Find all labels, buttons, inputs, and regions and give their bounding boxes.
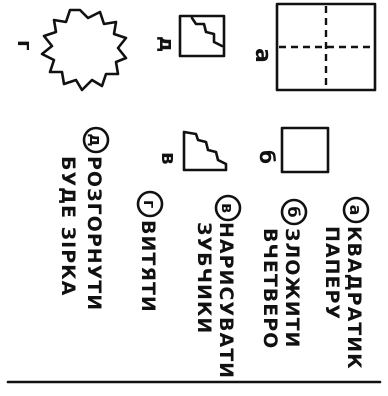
figure-a-folded-square xyxy=(277,4,375,90)
step-d-group: д РОЗГОРНУТИ БУДЕ ЗІРКА xyxy=(57,128,108,311)
step-a-group: а КВАДРАТИК ПАПЕРУ xyxy=(321,198,368,370)
step-d-line2: БУДЕ ЗІРКА xyxy=(57,156,79,296)
step-b-line2: ВЧЕТВЕРО xyxy=(259,228,281,349)
step-g-group: г ВИТЯТИ xyxy=(137,192,162,313)
step-g-line1: ВИТЯТИ xyxy=(137,220,159,313)
figure-unfolded-star xyxy=(42,10,126,90)
folded-square-outline xyxy=(282,128,328,172)
step-v-line1: НАРИСУВАТИ xyxy=(215,222,237,379)
step-d-marker: д xyxy=(86,134,105,147)
figure-d-small-square-teeth xyxy=(180,16,224,56)
step-v-line2: ЗУБЧИКИ xyxy=(193,222,215,334)
star-outline xyxy=(42,10,126,90)
figure-star-label: г xyxy=(13,40,37,50)
figure-b-label: б xyxy=(255,150,279,164)
step-v-marker: в xyxy=(218,203,237,213)
figure-v-label: в xyxy=(157,152,181,165)
figure-a-label: а xyxy=(250,48,275,63)
figure-v-teeth-drawn xyxy=(184,132,226,170)
figure-b-folded-quarter xyxy=(282,128,328,172)
step-v-group: в НАРИСУВАТИ ЗУБЧИКИ xyxy=(193,196,240,379)
step-b-line1: ЗЛОЖИТИ xyxy=(281,228,303,348)
step-b-group: б ЗЛОЖИТИ ВЧЕТВЕРО xyxy=(259,200,306,349)
step-a-marker: а xyxy=(346,205,365,216)
step-a-line2: ПАПЕРУ xyxy=(321,226,343,320)
small-square-outline xyxy=(180,16,224,56)
tooth-cut-line xyxy=(192,18,222,46)
step-b-marker: б xyxy=(284,206,303,217)
step-d-line1: РОЗГОРНУТИ xyxy=(83,156,105,311)
teeth-shape-outline xyxy=(184,132,226,170)
figure-d-label: д xyxy=(155,36,179,52)
step-a-line1: КВАДРАТИК xyxy=(343,226,365,370)
step-g-marker: г xyxy=(140,200,159,208)
